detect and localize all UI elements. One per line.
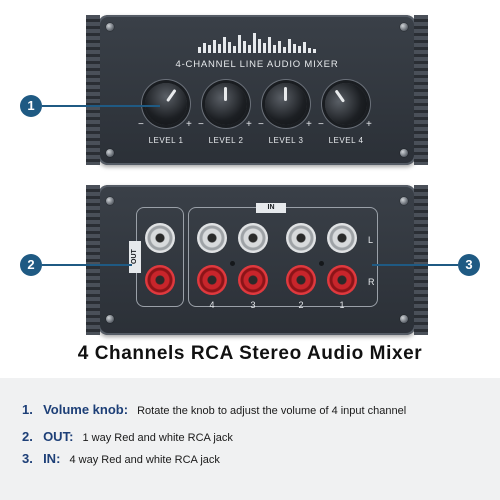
indicator-dot [319,261,324,266]
knob-label-level-4: LEVEL 4 [328,136,364,145]
screw [106,23,114,31]
jack-number-1: 1 [339,300,345,310]
in-jack-4-red[interactable] [197,265,227,295]
jack-number-2: 2 [298,300,304,310]
screw [106,315,114,323]
screw [400,149,408,157]
jack-number-4: 4 [209,300,215,310]
feature-key: OUT: [43,429,74,444]
rear-panel: OUT IN 4 3 2 1 L R [86,185,428,335]
out-tag: OUT [129,241,141,273]
feature-key: IN: [43,451,61,466]
feature-item-volume-knob: 1. Volume knob: Rotate the knob to adjus… [22,402,406,417]
callout-3-line [372,264,458,266]
minus-sign: − [138,119,144,130]
minus-sign: − [198,119,204,130]
right-channel-label: R [368,277,375,287]
level-2-knob[interactable] [205,83,247,125]
plus-sign: + [366,119,372,130]
in-jack-1-red[interactable] [327,265,357,295]
plus-sign: + [306,119,312,130]
front-panel: 4-CHANNEL LINE AUDIO MIXER − + − + − + −… [86,15,428,165]
screw [106,149,114,157]
out-tag-label: OUT [131,249,138,265]
plus-sign: + [186,119,192,130]
callout-2-line [42,264,132,266]
jack-number-3: 3 [250,300,256,310]
right-fins [414,185,428,335]
in-jack-2-red[interactable] [286,265,316,295]
in-jack-2-white[interactable] [286,223,316,253]
feature-item-in: 3. IN: 4 way Red and white RCA jack [22,451,220,466]
callout-3: 3 [458,254,480,276]
feature-text: Rotate the knob to adjust the volume of … [137,405,407,417]
left-channel-label: L [368,235,374,245]
in-jack-4-white[interactable] [197,223,227,253]
feature-item-out: 2. OUT: 1 way Red and white RCA jack [22,429,233,444]
in-tag: IN [256,203,286,213]
right-fins [414,15,428,165]
screw [106,197,114,205]
callout-1-line [42,105,160,107]
level-3-knob[interactable] [265,83,307,125]
equalizer-logo [196,31,318,53]
indicator-dot [230,261,235,266]
product-headline: 4 Channels RCA Stereo Audio Mixer [77,343,423,364]
screw [400,197,408,205]
product-image: 4-CHANNEL LINE AUDIO MIXER − + − + − + −… [20,15,480,335]
left-fins [86,15,100,165]
in-jack-3-white[interactable] [238,223,268,253]
minus-sign: − [258,119,264,130]
feature-key: Volume knob: [43,402,129,417]
plus-sign: + [246,119,252,130]
in-jack-3-red[interactable] [238,265,268,295]
feature-number: 3. [22,451,33,466]
knob-label-level-1: LEVEL 1 [148,136,184,145]
screw [400,23,408,31]
screw [400,315,408,323]
feature-number: 2. [22,429,33,444]
feature-number: 1. [22,402,33,417]
in-jack-1-white[interactable] [327,223,357,253]
equalizer-bars-icon [198,33,316,53]
feature-list: 1. Volume knob: Rotate the knob to adjus… [0,378,500,500]
feature-text: 4 way Red and white RCA jack [69,454,220,466]
minus-sign: − [318,119,324,130]
knob-label-level-3: LEVEL 3 [268,136,304,145]
callout-2: 2 [20,254,42,276]
knob-label-level-2: LEVEL 2 [208,136,244,145]
out-jack-red[interactable] [145,265,175,295]
panel-title: 4-CHANNEL LINE AUDIO MIXER [175,59,339,70]
out-jack-white[interactable] [145,223,175,253]
callout-1: 1 [20,95,42,117]
left-fins [86,185,100,335]
feature-text: 1 way Red and white RCA jack [82,432,233,444]
